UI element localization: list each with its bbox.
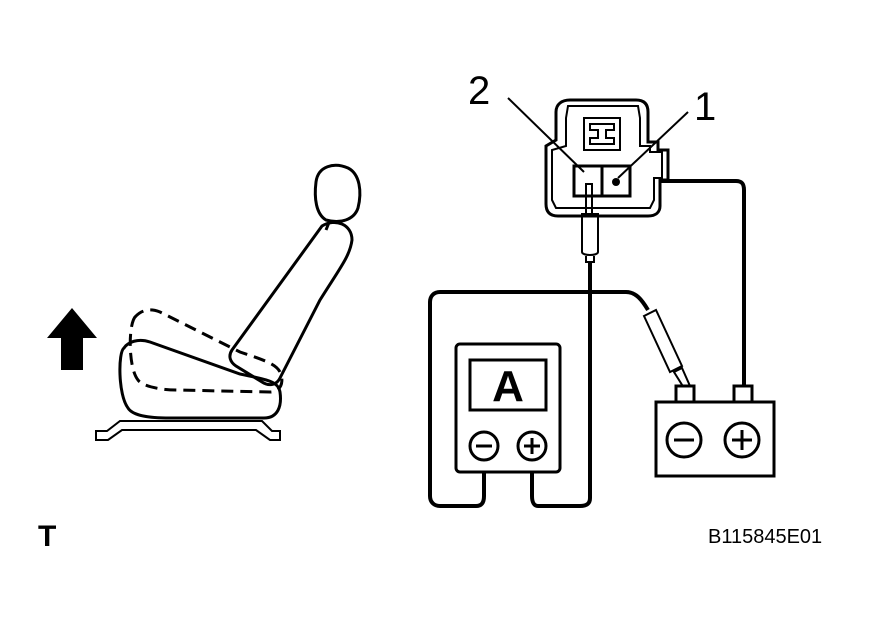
plus-icon	[732, 430, 752, 450]
wire-terminal1-battery-positive	[660, 179, 746, 388]
battery-positive-post	[732, 384, 754, 404]
battery-negative-post	[674, 384, 696, 404]
connector	[544, 98, 670, 218]
seat-cushion	[118, 338, 282, 420]
wire-probe-ammeter-positive	[530, 262, 592, 508]
headrest	[313, 163, 362, 223]
seat-rail	[95, 420, 281, 441]
connector-terminal-cavities	[572, 164, 632, 198]
view-code: T	[38, 520, 57, 553]
plus-icon	[524, 438, 540, 454]
ammeter: A	[454, 342, 562, 474]
figure-code: B115845E01	[708, 526, 823, 548]
probe-battery-negative	[642, 308, 692, 390]
ammeter-letter: A	[492, 362, 524, 411]
terminal-1-pin	[612, 178, 620, 186]
seat-cushion-raised	[128, 308, 284, 394]
callout-1-label: 1	[694, 85, 716, 129]
battery	[654, 384, 776, 478]
seatback	[228, 221, 354, 387]
up-arrow-icon	[47, 308, 97, 370]
seat	[95, 163, 362, 441]
callout-1-leader	[617, 111, 689, 179]
connector-lock-tab	[583, 117, 621, 151]
callout-2-leader	[507, 97, 585, 173]
connector-inner-housing	[551, 105, 663, 209]
callout-2-label: 2	[468, 69, 490, 113]
wire-ammeter-negative-battery-negative	[428, 290, 650, 508]
headrest-stay	[324, 219, 332, 231]
ammeter-display	[468, 358, 548, 412]
